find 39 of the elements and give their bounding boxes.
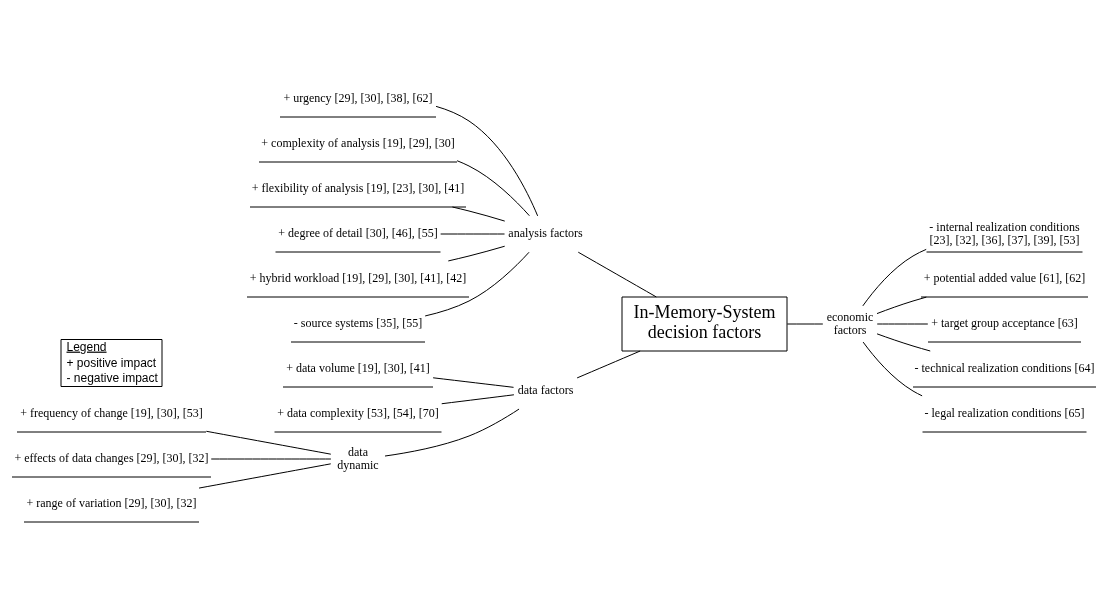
- node-text: economic factors: [826, 309, 874, 337]
- node-text: + flexibility of analysis [19], [23], [30], [41]: [251, 180, 465, 195]
- node-text: - source systems [35], [55]: [293, 315, 423, 330]
- node-text: + data volume [19], [30], [41]: [286, 360, 430, 375]
- node-text: + hybrid workload [19], [29], [30], [41], [42]: [249, 270, 467, 285]
- connector: [451, 206, 506, 222]
- connector: [862, 341, 923, 396]
- node-text: - legal realization conditions [65]: [924, 405, 1085, 420]
- node-text: + data complexity [53], [54], [70]: [277, 405, 439, 420]
- connector: [862, 248, 927, 306]
- node-text: + range of variation [29], [30], [32]: [26, 495, 197, 510]
- node-text: + complexity of analysis [19], [29], [30]: [261, 135, 455, 150]
- node-box: Legend + positive impact - negative impact: [60, 338, 163, 387]
- node-text: data dynamic: [337, 444, 379, 472]
- connector: [384, 408, 520, 457]
- node-text: analysis factors: [508, 225, 583, 240]
- node-text: + potential added value [61], [62]: [923, 270, 1086, 285]
- connector: [441, 393, 515, 404]
- connector: [435, 105, 539, 216]
- connector: [876, 332, 931, 351]
- node-text: data factors: [517, 382, 574, 397]
- connector: [447, 245, 506, 261]
- node-text: + target group acceptance [63]: [931, 315, 1078, 330]
- node-text: + urgency [29], [30], [38], [62]: [283, 90, 433, 105]
- connector: [424, 251, 530, 316]
- node-text: - internal realization conditions [23], [32], [36], [37], [39], [53]: [929, 219, 1080, 247]
- node-text: + effects of data changes [29], [30], [32]: [14, 450, 209, 465]
- node-text: + degree of detail [30], [46], [55]: [278, 225, 438, 240]
- connector: [876, 296, 927, 314]
- connector: [576, 350, 641, 378]
- connector: [432, 376, 515, 388]
- connector: [577, 251, 657, 297]
- node-text: - technical realization conditions [64]: [914, 360, 1095, 375]
- connector: [205, 430, 332, 455]
- node-box: In-Memory-System decision factors: [621, 296, 788, 351]
- node-text: + frequency of change [19], [30], [53]: [20, 405, 203, 420]
- connector: [456, 159, 530, 216]
- connector: [198, 462, 332, 489]
- connector: [786, 323, 824, 324]
